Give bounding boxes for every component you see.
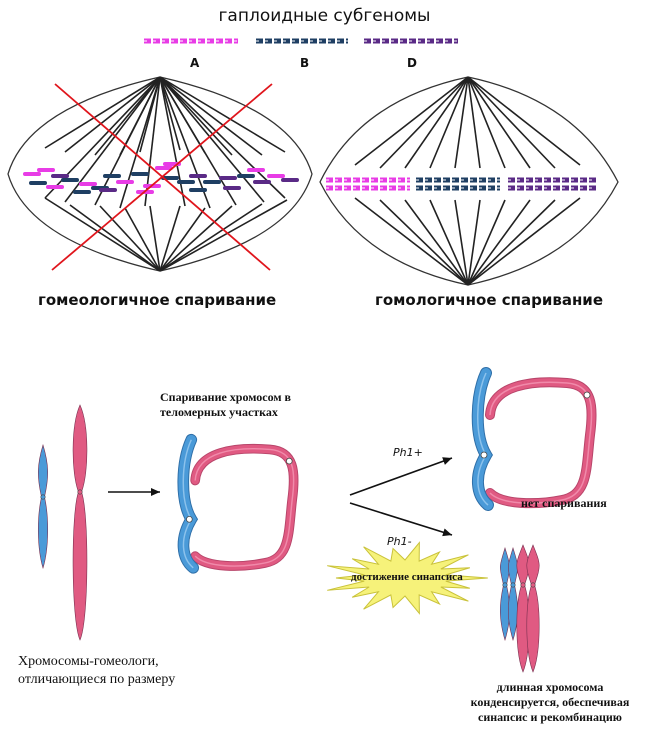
chromosome-body — [508, 546, 518, 642]
spindle-fiber — [159, 205, 233, 272]
short-blue-chromosome — [37, 443, 49, 570]
homeologous-pairing-label: гомеологичное спаривание — [38, 291, 277, 309]
spindle-fiber — [429, 199, 469, 286]
spindle-fiber — [124, 207, 161, 272]
synapsed-blue-chromatid-1 — [500, 546, 510, 642]
synapsed-pink-chromatid-2 — [526, 544, 540, 673]
spindle-fiber — [94, 76, 161, 206]
chromosome-body — [526, 544, 540, 673]
synapsed-pink-chromatid-1 — [516, 544, 530, 673]
spindle-fiber — [44, 197, 161, 272]
ph1-minus-label: Ph1- — [387, 535, 412, 548]
spindle-fiber — [159, 76, 286, 153]
spindle-fiber — [159, 76, 237, 206]
spindle-fiber — [99, 205, 161, 272]
telomere-paired-figure — [177, 433, 299, 574]
spindle-fiber — [159, 203, 263, 272]
ph1-plus-figure — [471, 367, 597, 511]
subgenome-label-b: B — [300, 56, 310, 70]
no-pairing-label: нет спаривания — [521, 496, 607, 510]
spindle-fiber — [467, 197, 581, 286]
spindle-fiber — [467, 76, 481, 169]
subgenome-label-d: D — [407, 56, 417, 70]
spindle-fiber — [64, 76, 161, 153]
left-spindle — [7, 76, 313, 272]
synapsis-burst — [327, 541, 488, 615]
centromere — [530, 582, 536, 588]
centromere — [520, 582, 526, 588]
rejection-cross-line — [51, 83, 273, 271]
spindle-fiber — [467, 199, 556, 286]
centromere — [502, 582, 508, 588]
long-chromosome-caption: длинная хромосома конденсируется, обеспе… — [470, 680, 630, 724]
spindle-fiber — [467, 76, 506, 169]
ph1-plus-label: Ph1+ — [393, 446, 423, 459]
synapsis-burst-label: достижение синапсиса — [351, 571, 463, 583]
centromere — [186, 516, 193, 523]
homologous-pairing-label: гомологичное спаривание — [375, 291, 603, 309]
pink-arm-outer — [485, 377, 597, 509]
spindle-fiber — [379, 76, 469, 169]
spindle-fiber — [467, 199, 481, 286]
spindle-fiber — [159, 199, 288, 272]
spindle-fiber — [44, 76, 161, 149]
spindle-fiber — [159, 76, 263, 156]
spindle-fiber — [159, 207, 206, 272]
spindle-fiber — [454, 76, 469, 169]
telomere-pairing-caption: Спаривание хромосом в теломерных участка… — [160, 390, 292, 419]
arrow-to-pairing — [108, 488, 160, 496]
spindle-fiber — [404, 199, 469, 286]
spindle-fiber — [159, 205, 181, 272]
subgenome-label-a: A — [190, 56, 200, 70]
spindle-fiber — [467, 199, 531, 286]
spindle-fiber — [467, 76, 531, 169]
pink-arm-seam — [194, 448, 295, 567]
spindle-fiber — [404, 76, 469, 169]
spindle-fiber — [379, 199, 469, 286]
subgenomes-title: гаплоидные субгеномы — [218, 6, 431, 26]
spindle-fiber — [467, 76, 556, 169]
pink-arm-seam — [489, 381, 593, 504]
centromere — [480, 451, 488, 459]
centromere — [40, 494, 46, 500]
chromosome-body — [516, 544, 530, 673]
spindle-fiber — [159, 76, 186, 207]
spindle-fiber — [149, 205, 161, 272]
spindle-fiber — [64, 76, 161, 203]
pink-arm-outer — [190, 443, 299, 571]
centromere — [583, 391, 591, 399]
chromosome-body — [500, 546, 510, 642]
spindle-fiber — [159, 76, 286, 199]
spindle-fiber — [354, 197, 469, 286]
spindle-fiber — [159, 76, 265, 203]
chromosome-body — [37, 443, 49, 570]
spindle-fiber — [454, 199, 469, 286]
right-spindle — [319, 76, 619, 286]
spindle-fiber — [119, 76, 161, 209]
spindle-fiber — [467, 76, 581, 166]
spindle-fiber — [354, 76, 469, 166]
chromosome-body — [72, 404, 88, 641]
spindle-fiber — [467, 199, 506, 286]
centromere — [510, 582, 516, 588]
long-pink-chromosome — [72, 404, 88, 641]
spindle-fiber — [159, 76, 233, 156]
spindle-fiber — [429, 76, 469, 169]
synapsed-blue-chromatid-2 — [508, 546, 518, 642]
arrow-ph1-plus — [349, 457, 453, 496]
centromere — [77, 489, 83, 495]
spindle-fiber — [159, 76, 211, 209]
homeologs-caption: Хромосомы-гомеологи, отличающиеся по раз… — [18, 654, 176, 687]
centromere — [285, 457, 293, 465]
spindle-fiber — [69, 204, 161, 272]
arrow-ph1-minus — [349, 502, 453, 537]
spindle-fiber — [159, 76, 181, 151]
